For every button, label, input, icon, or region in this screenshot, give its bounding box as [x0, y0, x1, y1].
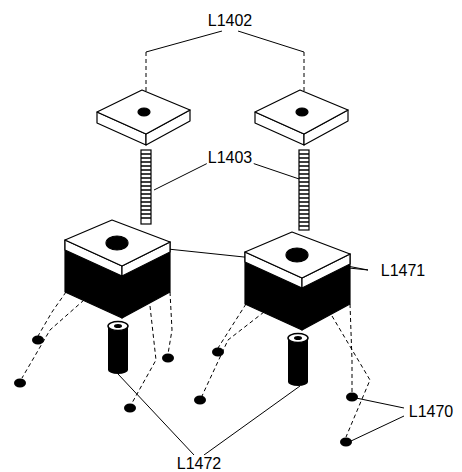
- dashed-line: [38, 292, 66, 336]
- tube-bore: [294, 336, 302, 340]
- threaded-rod: [299, 150, 309, 230]
- fastener-dot: [124, 404, 136, 413]
- dashed-line: [22, 300, 84, 378]
- top-plate: [255, 90, 348, 145]
- plate-top: [255, 90, 348, 134]
- tube-bottom: [108, 366, 128, 374]
- leader-line: [146, 52, 147, 92]
- fastener-dot: [194, 396, 206, 405]
- rod-thread: [299, 154, 309, 226]
- callout-number: L1471: [380, 262, 427, 280]
- fastener-dot: [346, 393, 358, 402]
- fastener-dots: [14, 336, 358, 447]
- callout-number: L1402: [207, 12, 254, 30]
- mount-block: [245, 232, 350, 330]
- tube-body: [108, 326, 128, 370]
- block-top: [245, 232, 350, 278]
- tube-top: [108, 322, 128, 331]
- spacer-tube: [108, 322, 128, 375]
- dashed-line: [132, 306, 156, 403]
- fastener-dot: [32, 336, 44, 345]
- rod-body: [299, 150, 309, 230]
- top-plate: [97, 90, 190, 145]
- dashed-line: [202, 312, 264, 396]
- tube-body: [288, 338, 308, 382]
- dashed-line: [168, 292, 172, 354]
- mount-block: [65, 220, 170, 318]
- fastener-dot: [14, 379, 26, 388]
- spacer-tube: [288, 334, 308, 387]
- leader-line: [351, 416, 404, 441]
- plate-top: [97, 90, 190, 134]
- callout-number: L1472: [176, 455, 223, 472]
- fastener-dot: [212, 348, 224, 357]
- leader-line: [356, 398, 404, 408]
- block-top: [65, 220, 170, 266]
- callout-number: L1470: [408, 403, 455, 421]
- rod-body: [141, 150, 151, 224]
- plate-hole: [296, 108, 308, 116]
- fastener-dot: [162, 354, 174, 363]
- leader-line: [304, 52, 305, 92]
- fastener-dot: [340, 438, 352, 447]
- rod-thread: [141, 154, 151, 218]
- plate-hole: [138, 108, 150, 116]
- dashed-line: [218, 304, 246, 348]
- block-hole: [286, 248, 308, 262]
- leader-line: [238, 31, 304, 52]
- callout-number: L1403: [207, 149, 254, 167]
- tube-bottom: [288, 378, 308, 386]
- dashed-line: [332, 316, 370, 437]
- tube-bore: [114, 324, 122, 328]
- leader-line: [154, 163, 208, 190]
- threaded-rod: [141, 150, 151, 224]
- block-hole: [106, 236, 128, 250]
- leader-line: [204, 386, 300, 455]
- leader-line: [118, 374, 194, 455]
- leader-line: [146, 31, 222, 52]
- tube-top: [288, 334, 308, 343]
